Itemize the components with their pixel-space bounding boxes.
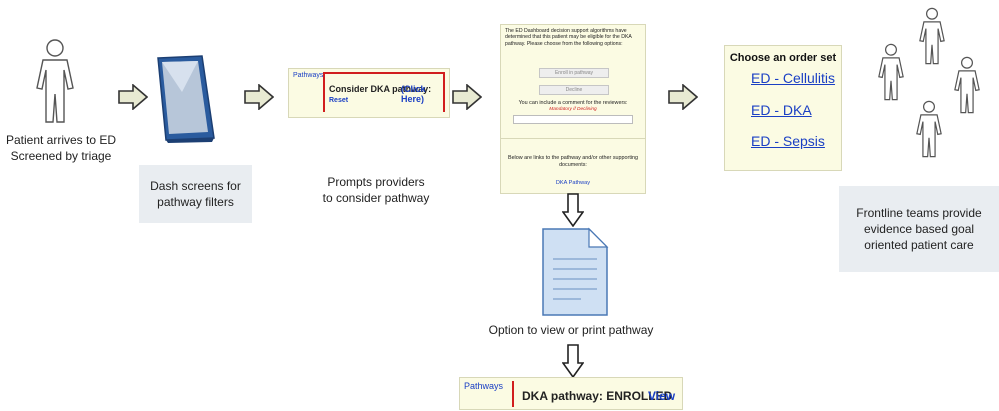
dialog-divider bbox=[501, 138, 645, 139]
team-person-icon bbox=[876, 43, 906, 101]
right-arrow-icon bbox=[668, 84, 698, 110]
prompt-click-link[interactable]: (Click Here) bbox=[401, 84, 426, 104]
frontline-caption: Frontline teams provide evidence based g… bbox=[856, 206, 982, 252]
enrolled-red-bar bbox=[512, 381, 514, 407]
decline-button[interactable]: Decline bbox=[539, 85, 609, 95]
right-arrow-icon bbox=[118, 84, 148, 110]
enroll-button[interactable]: Enroll in pathway bbox=[539, 68, 609, 78]
links-intro: Below are links to the pathway and/or ot… bbox=[507, 155, 639, 168]
enrolled-status: DKA pathway: ENROLLED bbox=[522, 389, 673, 403]
prompt-red-top bbox=[323, 72, 445, 74]
prompt-box: Pathways Consider DKA pathway: (Click He… bbox=[288, 68, 450, 118]
dka-pathway-link[interactable]: DKA Pathway bbox=[555, 180, 591, 186]
decision-dialog: The ED Dashboard decision support algori… bbox=[500, 24, 646, 194]
order-set-item[interactable]: ED - DKA bbox=[751, 102, 812, 118]
enrolled-view-link[interactable]: View bbox=[648, 389, 676, 403]
mandatory-note: Mandatory if Declining bbox=[549, 107, 597, 112]
prompts-caption: Prompts providers to consider pathway bbox=[322, 175, 430, 205]
down-arrow-icon bbox=[562, 193, 584, 227]
prompt-red-bar bbox=[323, 72, 325, 112]
patient-caption: Patient arrives to ED Screened by triage bbox=[5, 133, 117, 163]
order-set-panel: Choose an order set ED - Cellulitis ED -… bbox=[724, 45, 842, 171]
prompt-tab[interactable]: Pathways bbox=[293, 72, 324, 79]
dash-caption-box bbox=[139, 165, 252, 223]
prompt-reset-link[interactable]: Reset bbox=[329, 97, 349, 104]
right-arrow-icon bbox=[452, 84, 482, 110]
down-arrow-icon bbox=[562, 344, 584, 378]
monitor-icon bbox=[152, 52, 220, 149]
dash-caption: Dash screens for pathway filters bbox=[150, 179, 241, 209]
right-arrow-icon bbox=[244, 84, 274, 110]
option-caption: Option to view or print pathway bbox=[488, 323, 654, 337]
team-person-icon bbox=[952, 56, 982, 114]
comment-label: You can include a comment for the review… bbox=[518, 100, 628, 106]
dialog-intro: The ED Dashboard decision support algori… bbox=[505, 28, 632, 47]
prompt-text: Consider DKA pathway: bbox=[329, 84, 432, 94]
prompt-red-right bbox=[443, 72, 445, 112]
enrolled-tab[interactable]: Pathways bbox=[464, 381, 504, 391]
order-set-title: Choose an order set bbox=[729, 52, 837, 64]
enrolled-box: Pathways DKA pathway: ENROLLED View bbox=[459, 377, 683, 410]
document-icon bbox=[541, 227, 609, 322]
team-person-icon bbox=[917, 7, 947, 65]
frontline-caption-box bbox=[839, 186, 999, 272]
order-set-item[interactable]: ED - Cellulitis bbox=[751, 70, 836, 86]
team-person-icon bbox=[914, 100, 944, 158]
patient-person-icon bbox=[33, 38, 77, 124]
comment-input[interactable] bbox=[513, 115, 633, 124]
order-set-item[interactable]: ED - Sepsis bbox=[751, 133, 825, 149]
